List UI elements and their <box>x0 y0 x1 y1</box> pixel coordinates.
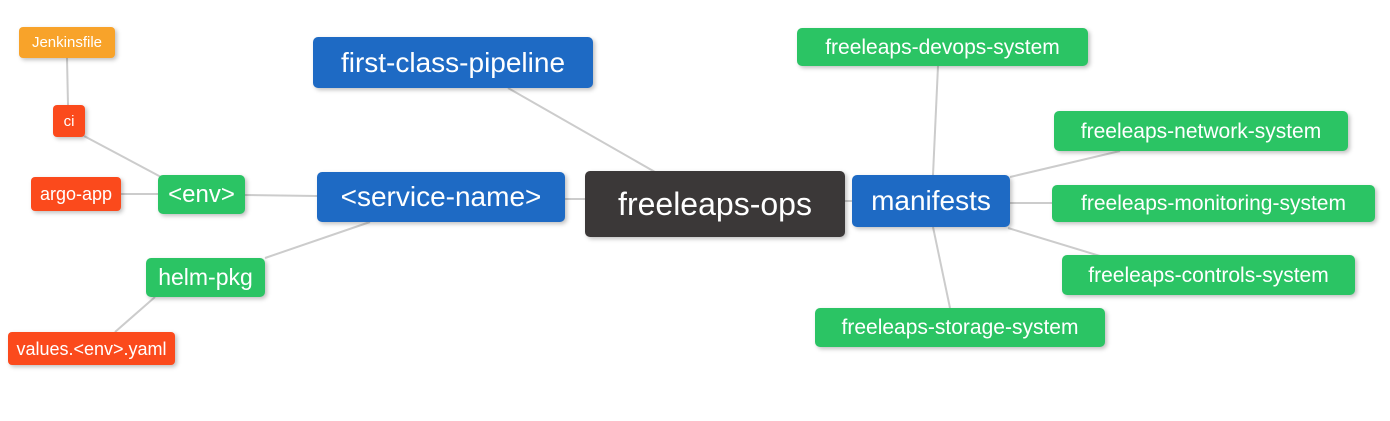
node-helm-pkg: helm-pkg <box>146 258 265 297</box>
edge-env-servicename <box>244 194 318 197</box>
edge-manifests-devops <box>932 65 939 176</box>
node-env: <env> <box>158 175 245 214</box>
edge-pipeline-ops <box>507 87 656 173</box>
node-manifests: manifests <box>852 175 1010 227</box>
node-freeleaps-devops-system: freeleaps-devops-system <box>797 28 1088 66</box>
edge-jenkinsfile-ci <box>66 57 69 106</box>
edge-manifests-controls <box>1007 227 1101 257</box>
node-values-env-yaml: values.<env>.yaml <box>8 332 175 365</box>
node-argo-app: argo-app <box>31 177 121 211</box>
edge-helmpkg-servicename <box>264 221 371 259</box>
edge-ci-env <box>83 135 162 178</box>
node-freeleaps-network-system: freeleaps-network-system <box>1054 111 1348 151</box>
node-ci: ci <box>53 105 85 137</box>
edge-manifests-storage <box>932 226 951 309</box>
edge-values-helmpkg <box>114 296 156 333</box>
node-freeleaps-ops-root: freeleaps-ops <box>585 171 845 237</box>
node-freeleaps-monitoring-system: freeleaps-monitoring-system <box>1052 185 1375 222</box>
edge-manifests-network <box>1009 150 1121 178</box>
node-freeleaps-storage-system: freeleaps-storage-system <box>815 308 1105 347</box>
node-first-class-pipeline: first-class-pipeline <box>313 37 593 88</box>
node-freeleaps-controls-system: freeleaps-controls-system <box>1062 255 1355 295</box>
node-jenkinsfile: Jenkinsfile <box>19 27 115 58</box>
node-service-name: <service-name> <box>317 172 565 222</box>
